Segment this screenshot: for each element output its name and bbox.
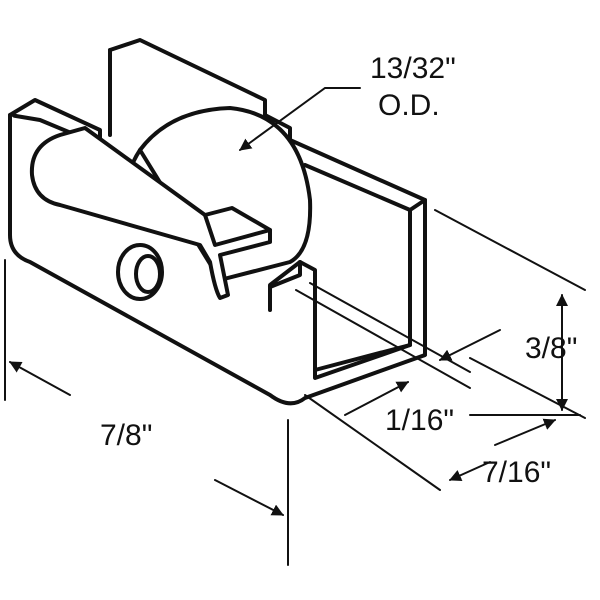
label-depth: 7/16" — [482, 456, 551, 489]
depth-arrow-bottom — [449, 461, 491, 481]
label-slot: 1/16" — [385, 404, 454, 437]
housing-body — [8, 113, 427, 406]
inner-slot-floor — [313, 343, 412, 372]
length-arrow-left — [9, 361, 71, 396]
axle-clip — [29, 126, 272, 300]
label-height: 3/8" — [525, 332, 577, 365]
height-ext-bottom — [469, 357, 586, 419]
length-arrow-right — [214, 479, 284, 516]
axle-hub-inner — [134, 254, 162, 294]
height-ext-top — [434, 209, 586, 291]
slot-arrow-right — [439, 329, 501, 361]
slot-arrow-left — [344, 381, 409, 416]
label-length: 7/8" — [100, 419, 152, 452]
dimension-lines — [4, 87, 586, 566]
od-leader — [239, 87, 361, 151]
front-face-step — [268, 260, 302, 289]
depth-arrow-top — [494, 418, 556, 446]
slot-ext-1 — [295, 289, 471, 389]
label-od-value: 13/32" — [370, 52, 456, 85]
depth-ext-front — [304, 394, 441, 491]
clip-body — [29, 126, 272, 300]
label-od-suffix: O.D. — [378, 89, 440, 122]
clip-tab-fold — [203, 213, 272, 247]
